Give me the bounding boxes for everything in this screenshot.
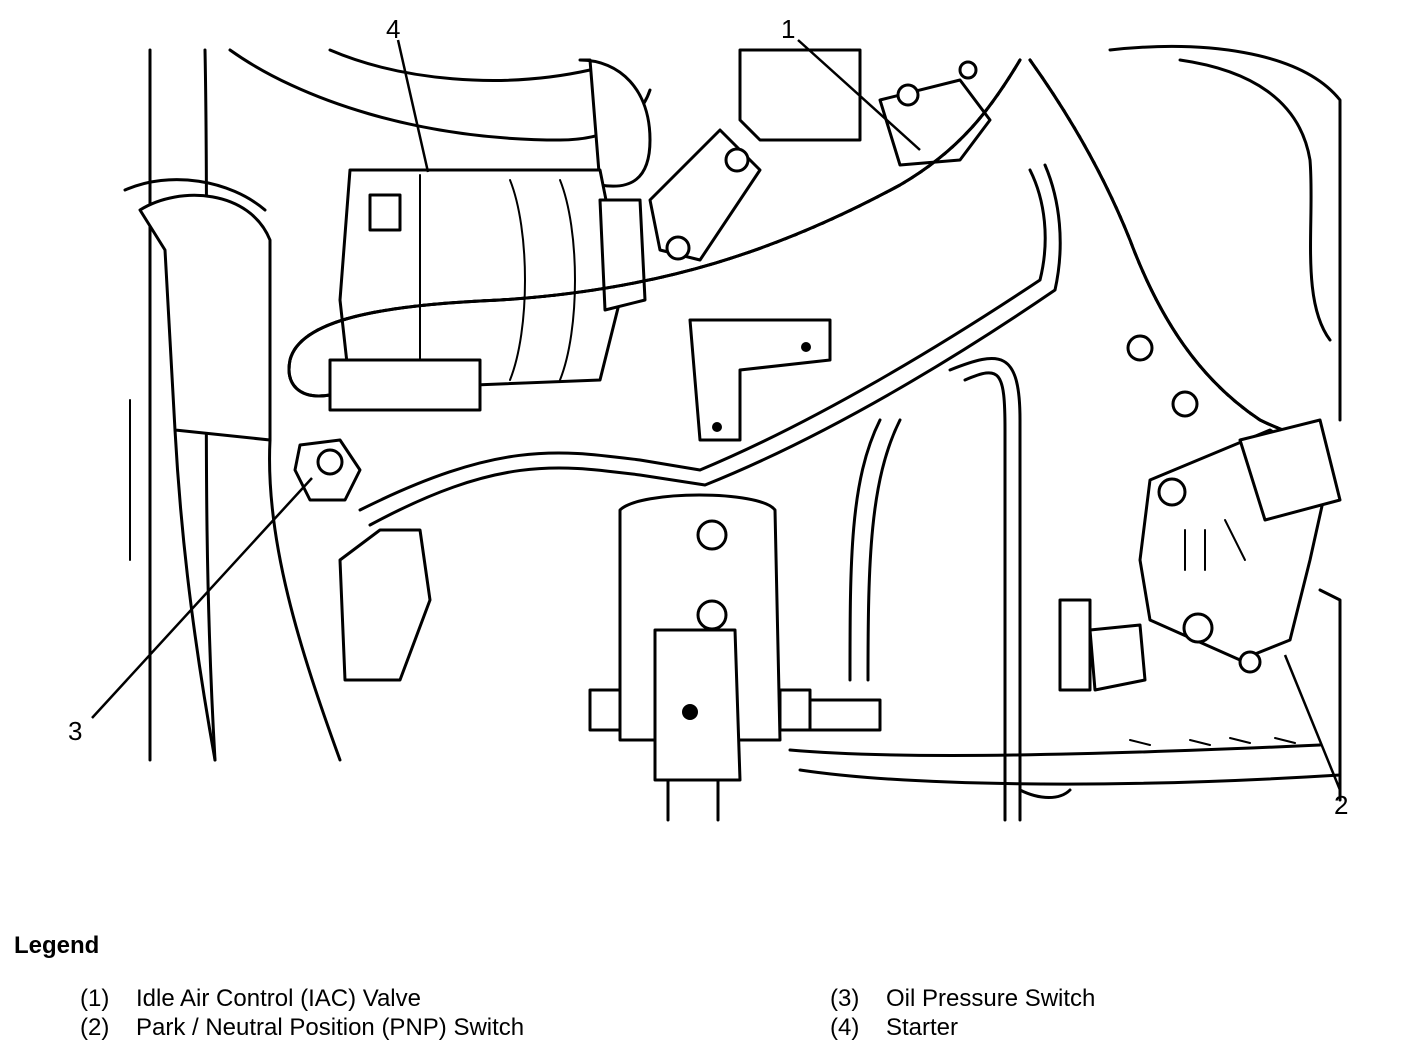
- legend-item-starter: (4) Starter: [830, 1014, 958, 1042]
- transmission-mount: [588, 493, 882, 822]
- wiring-harness: [287, 58, 1332, 472]
- callout-leader-2: [1283, 654, 1342, 791]
- legend-item-number: (3): [830, 985, 860, 1012]
- legend-item-text: Oil Pressure Switch: [886, 985, 1096, 1012]
- callout-2: 2: [1334, 790, 1348, 820]
- fluid-line: [358, 163, 1062, 822]
- legend-item-text: Park / Neutral Position (PNP) Switch: [136, 1014, 525, 1041]
- intake-tube: [123, 48, 342, 762]
- callout-3: 3: [68, 716, 82, 746]
- callout-1: 1: [781, 14, 795, 44]
- legend-title: Legend: [14, 932, 100, 959]
- pnp-switch: [1058, 418, 1342, 692]
- transmission-pan: [788, 737, 1342, 799]
- legend-item-number: (4): [830, 1014, 860, 1041]
- legend-item-iac-valve: (1) Idle Air Control (IAC) Valve: [80, 985, 421, 1013]
- oil-pressure-switch: [293, 438, 432, 682]
- engine-block: [1108, 45, 1342, 802]
- callout-4: 4: [386, 14, 400, 44]
- legend-item-text: Idle Air Control (IAC) Valve: [136, 985, 421, 1012]
- starter: [328, 168, 647, 412]
- mount-bracket: [648, 128, 832, 442]
- legend-item-number: (2): [80, 1014, 110, 1041]
- legend-item-oil-pressure-switch: (3) Oil Pressure Switch: [830, 985, 1095, 1013]
- callout-leader-3: [91, 477, 313, 719]
- legend-item-number: (1): [80, 985, 110, 1012]
- callout-leader-4: [396, 39, 430, 173]
- callout-leader-1: [797, 39, 921, 151]
- iac-valve: [738, 48, 992, 167]
- engine-component-illustration: 1 2 3 4: [68, 14, 1348, 822]
- legend-item-pnp-switch: (2) Park / Neutral Position (PNP) Switch: [80, 1014, 524, 1042]
- upper-air-duct: [228, 48, 652, 188]
- legend-item-text: Starter: [886, 1014, 959, 1041]
